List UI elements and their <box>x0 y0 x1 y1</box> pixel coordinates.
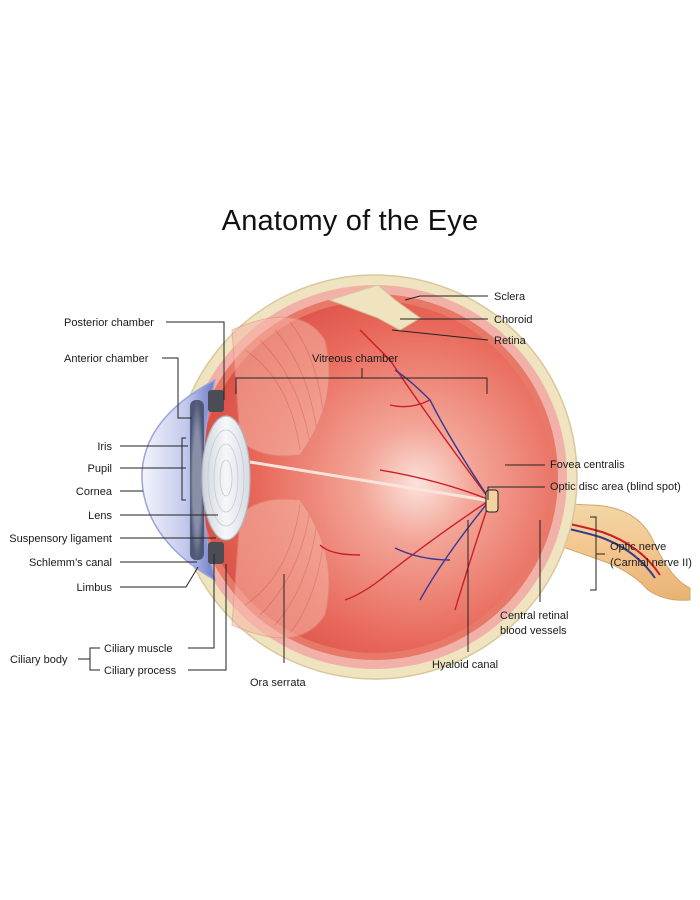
label-ciliary-body: Ciliary body <box>10 654 68 666</box>
label-lens: Lens <box>88 510 112 522</box>
lens-shape <box>202 416 250 540</box>
label-optic-nerve: Optic nerve <box>610 541 666 553</box>
label-vitreous-chamber: Vitreous chamber <box>312 353 398 365</box>
label-retina: Retina <box>494 335 527 347</box>
label-limbus: Limbus <box>77 582 113 594</box>
label-ciliary-muscle: Ciliary muscle <box>104 643 172 655</box>
label-ora-serrata: Ora serrata <box>250 677 307 689</box>
label-cornea: Cornea <box>76 486 113 498</box>
label-schlemms-canal: Schlemm’s canal <box>29 557 112 569</box>
label-sclera: Sclera <box>494 291 526 303</box>
label-fovea-centralis: Fovea centralis <box>550 459 625 471</box>
label-anterior-chamber: Anterior chamber <box>64 353 149 365</box>
label-ciliary-process: Ciliary process <box>104 665 177 677</box>
label-pupil: Pupil <box>88 463 112 475</box>
label-hyaloid-canal: Hyaloid canal <box>432 659 498 671</box>
label-posterior-chamber: Posterior chamber <box>64 317 154 329</box>
label-iris: Iris <box>97 441 112 453</box>
label-suspensory-ligament: Suspensory ligament <box>9 533 112 545</box>
label-optic-disc: Optic disc area (blind spot) <box>550 481 681 493</box>
label-central-retinal-1: Central retinal <box>500 610 568 622</box>
label-optic-nerve-sub: (Carnial nerve II) <box>610 557 692 569</box>
label-choroid: Choroid <box>494 314 533 326</box>
label-central-retinal-2: blood vessels <box>500 625 567 637</box>
